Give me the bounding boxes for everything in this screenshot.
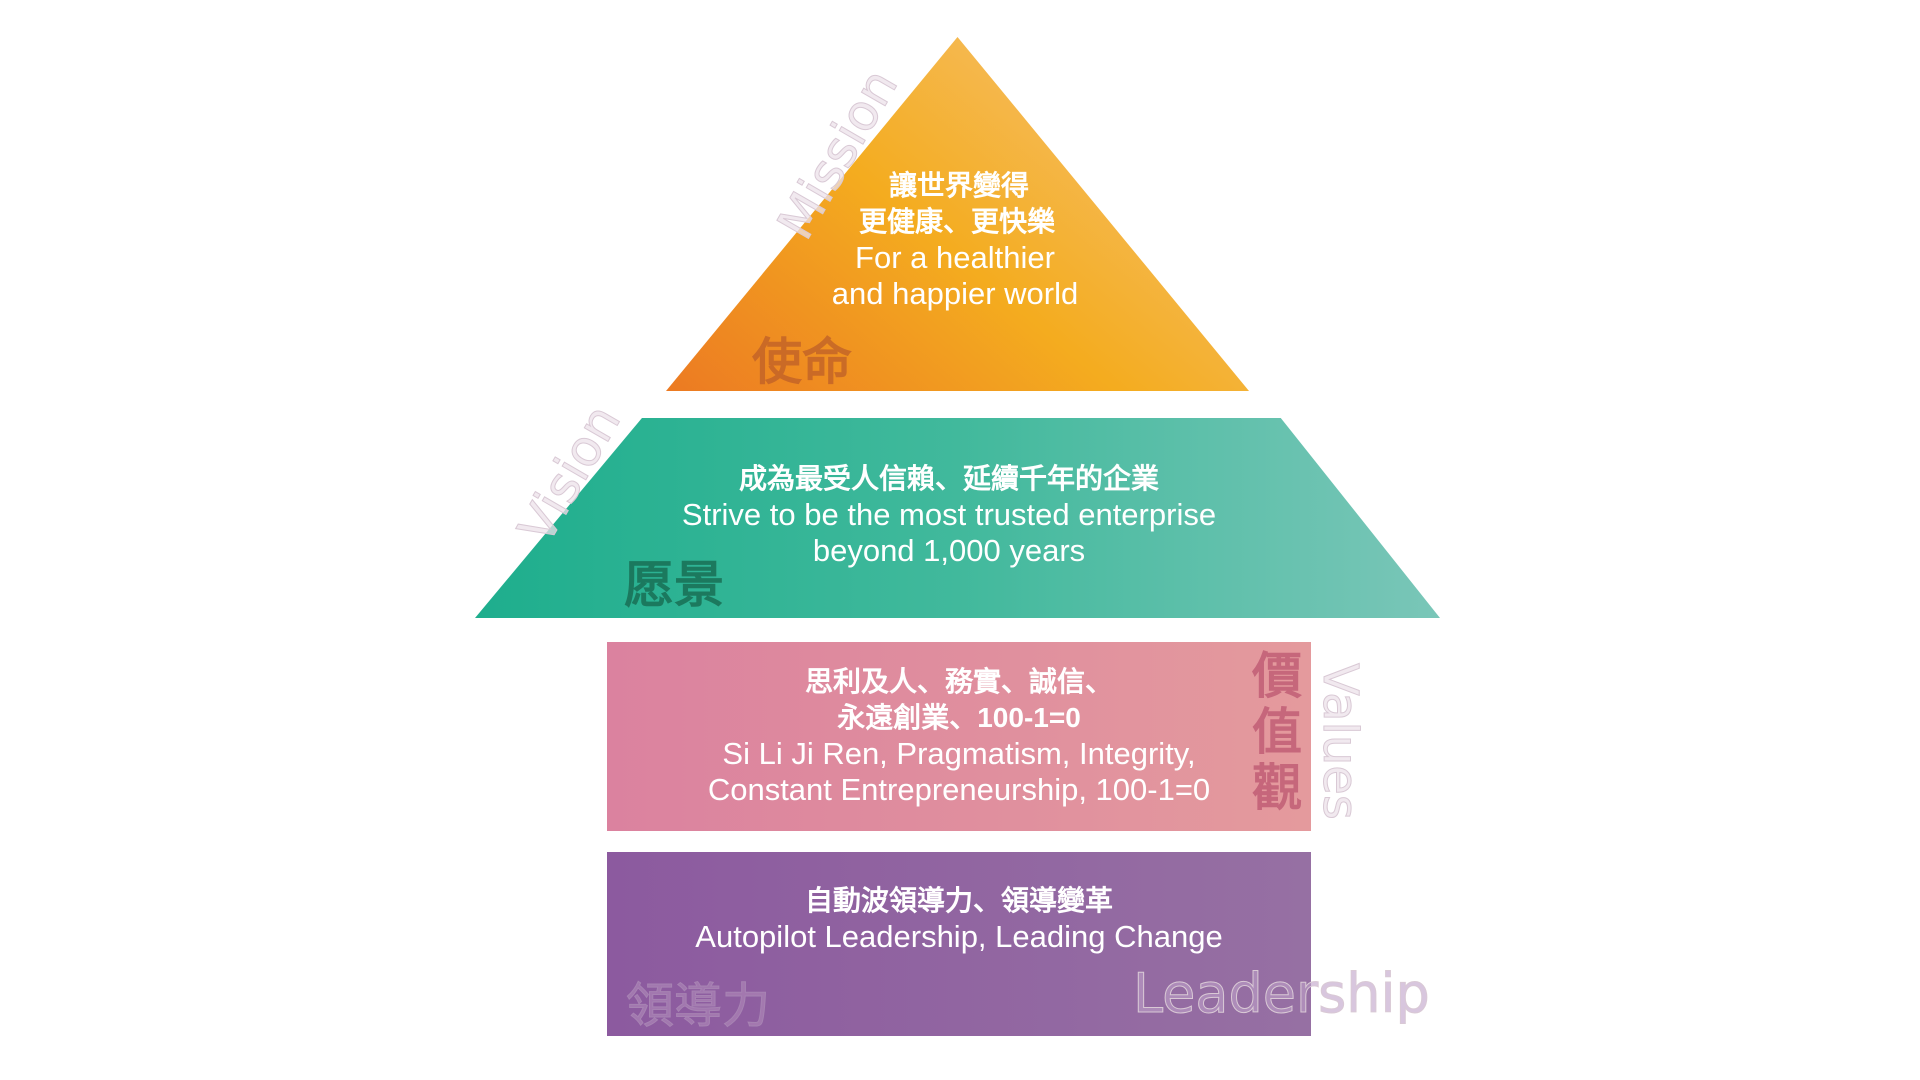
vision-tier	[475, 418, 1440, 618]
values-label-zh: 價 值 觀	[1252, 648, 1302, 816]
values-line-zh-2: 永遠創業、100-1=0	[837, 702, 1081, 733]
leadership-label-en: Leadership	[1133, 962, 1431, 1026]
leadership-line-zh: 自動波領導力、領導變革	[804, 885, 1114, 916]
vision-line-en-1: Strive to be the most trusted enterprise	[681, 497, 1217, 532]
values-label-zh-2: 值	[1252, 704, 1302, 760]
values-line-en-2: Constant Entrepreneurship, 100-1=0	[707, 772, 1211, 807]
vision-line-en-2: beyond 1,000 years	[812, 533, 1086, 568]
values-label-zh-3: 觀	[1252, 760, 1302, 816]
mission-line-zh-2: 更健康、更快樂	[858, 206, 1056, 237]
values-line-en-1: Si Li Ji Ren, Pragmatism, Integrity,	[722, 736, 1196, 771]
mission-label-zh: 使命	[752, 334, 852, 390]
mission-line-en-1: For a healthier	[855, 240, 1055, 275]
mission-line-en-2: and happier world	[831, 276, 1079, 311]
values-tier	[607, 642, 1311, 831]
values-line-zh-1: 思利及人、務實、誠信、	[804, 666, 1114, 697]
vision-line-zh: 成為最受人信賴、延續千年的企業	[738, 463, 1160, 494]
values-label-zh-1: 價	[1252, 648, 1302, 704]
leadership-label-zh: 領導力	[625, 978, 771, 1035]
values-label-en: Values	[1312, 663, 1369, 821]
vision-label-zh: 愿景	[624, 557, 724, 613]
mission-line-zh-1: 讓世界變得	[888, 170, 1030, 201]
leadership-line-en: Autopilot Leadership, Leading Change	[695, 919, 1223, 954]
leadership-tier	[607, 852, 1311, 1036]
